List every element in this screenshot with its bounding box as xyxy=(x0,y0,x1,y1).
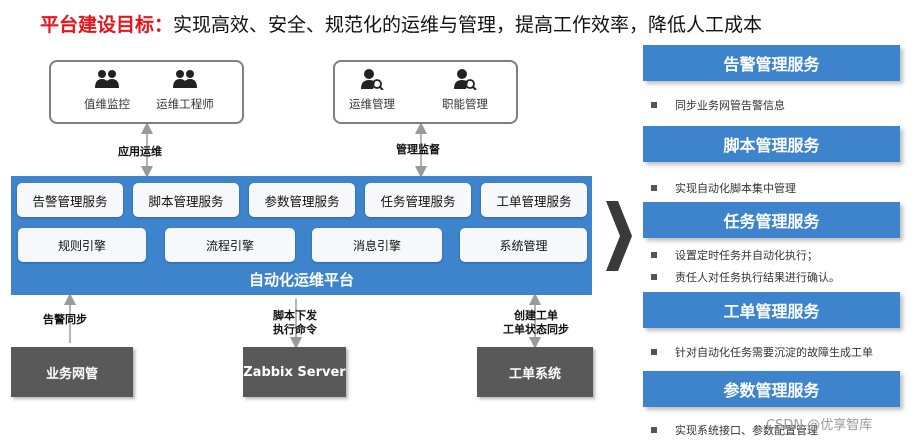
user-search-icon xyxy=(361,69,384,90)
users-icon xyxy=(173,70,197,88)
group-item-monitor: 值维监控 xyxy=(62,68,152,112)
platform-service-alarm[interactable]: 告警管理服务 xyxy=(17,183,123,217)
source-business-nms[interactable]: 业务网管 xyxy=(11,347,133,397)
group-item-label: 运维管理 xyxy=(349,97,395,111)
page-title: 平台建设目标：实现高效、安全、规范化的运维与管理，提高工作效率，降低人工成本 xyxy=(40,10,762,37)
source-zabbix-server[interactable]: Zabbix Server xyxy=(243,347,346,397)
management-group-box xyxy=(333,60,518,124)
platform-engine-message[interactable]: 消息引擎 xyxy=(312,228,442,262)
connector-label-mgmt: 管理监督 xyxy=(396,143,440,156)
right-title-ticket: 工单管理服务 xyxy=(643,292,900,328)
chevron-right-icon xyxy=(606,201,632,271)
platform-engine-system[interactable]: 系统管理 xyxy=(460,228,587,262)
group-item-engineer: 运维工程师 xyxy=(140,68,230,112)
platform-engine-rule[interactable]: 规则引擎 xyxy=(18,228,146,262)
connector-label-script: 脚本下发 执行命令 xyxy=(273,309,317,336)
bullet-square-icon xyxy=(651,102,657,108)
platform-engine-flow[interactable]: 流程引擎 xyxy=(165,228,295,262)
bullet-square-icon xyxy=(651,252,657,258)
right-bullet: 针对自动化任务需要沉淀的故障生成工单 xyxy=(651,344,873,360)
user-search-icon xyxy=(454,69,477,90)
connector-label-ticket: 创建工单 工单状态同步 xyxy=(503,309,569,336)
bullet-square-icon xyxy=(651,185,657,191)
title-text: 实现高效、安全、规范化的运维与管理，提高工作效率，降低人工成本 xyxy=(173,14,763,36)
right-title-script: 脚本管理服务 xyxy=(643,126,900,162)
platform-service-task[interactable]: 任务管理服务 xyxy=(365,183,471,217)
bullet-square-icon xyxy=(651,349,657,355)
right-title-task: 任务管理服务 xyxy=(643,202,900,238)
watermark: CSDN @优享智库 xyxy=(766,418,873,433)
group-item-label: 值维监控 xyxy=(84,97,130,111)
group-item-label: 职能管理 xyxy=(442,97,488,111)
title-label: 平台建设目标： xyxy=(40,14,174,36)
user-group-box xyxy=(49,60,244,124)
automation-platform: 告警管理服务 脚本管理服务 参数管理服务 任务管理服务 工单管理服务 规则引擎 … xyxy=(11,176,592,295)
bullet-square-icon xyxy=(651,427,657,433)
right-bullet: 设置定时任务并自动化执行； xyxy=(651,247,818,263)
right-bullet: 实现系统接口、参数配置管理 xyxy=(651,422,818,438)
platform-service-ticket[interactable]: 工单管理服务 xyxy=(481,183,587,217)
platform-service-script[interactable]: 脚本管理服务 xyxy=(133,183,239,217)
connector-label-alarm-sync: 告警同步 xyxy=(43,313,87,326)
group-item-ops-mgmt: 运维管理 xyxy=(327,68,417,112)
source-ticket-system[interactable]: 工单系统 xyxy=(477,347,593,397)
group-item-label: 运维工程师 xyxy=(156,97,214,111)
connector-label-app-ops: 应用运维 xyxy=(118,145,162,158)
platform-title: 自动化运维平台 xyxy=(248,271,354,289)
right-title-param: 参数管理服务 xyxy=(643,371,900,407)
group-item-func-mgmt: 职能管理 xyxy=(420,68,510,112)
right-title-alarm: 告警管理服务 xyxy=(643,45,900,81)
right-bullet: 实现自动化脚本集中管理 xyxy=(651,180,796,196)
platform-service-param[interactable]: 参数管理服务 xyxy=(249,183,355,217)
right-bullet: 同步业务网管告警信息 xyxy=(651,97,785,113)
users-icon xyxy=(95,70,119,88)
bullet-square-icon xyxy=(651,274,657,280)
right-bullet: 责任人对任务执行结果进行确认。 xyxy=(651,269,840,285)
